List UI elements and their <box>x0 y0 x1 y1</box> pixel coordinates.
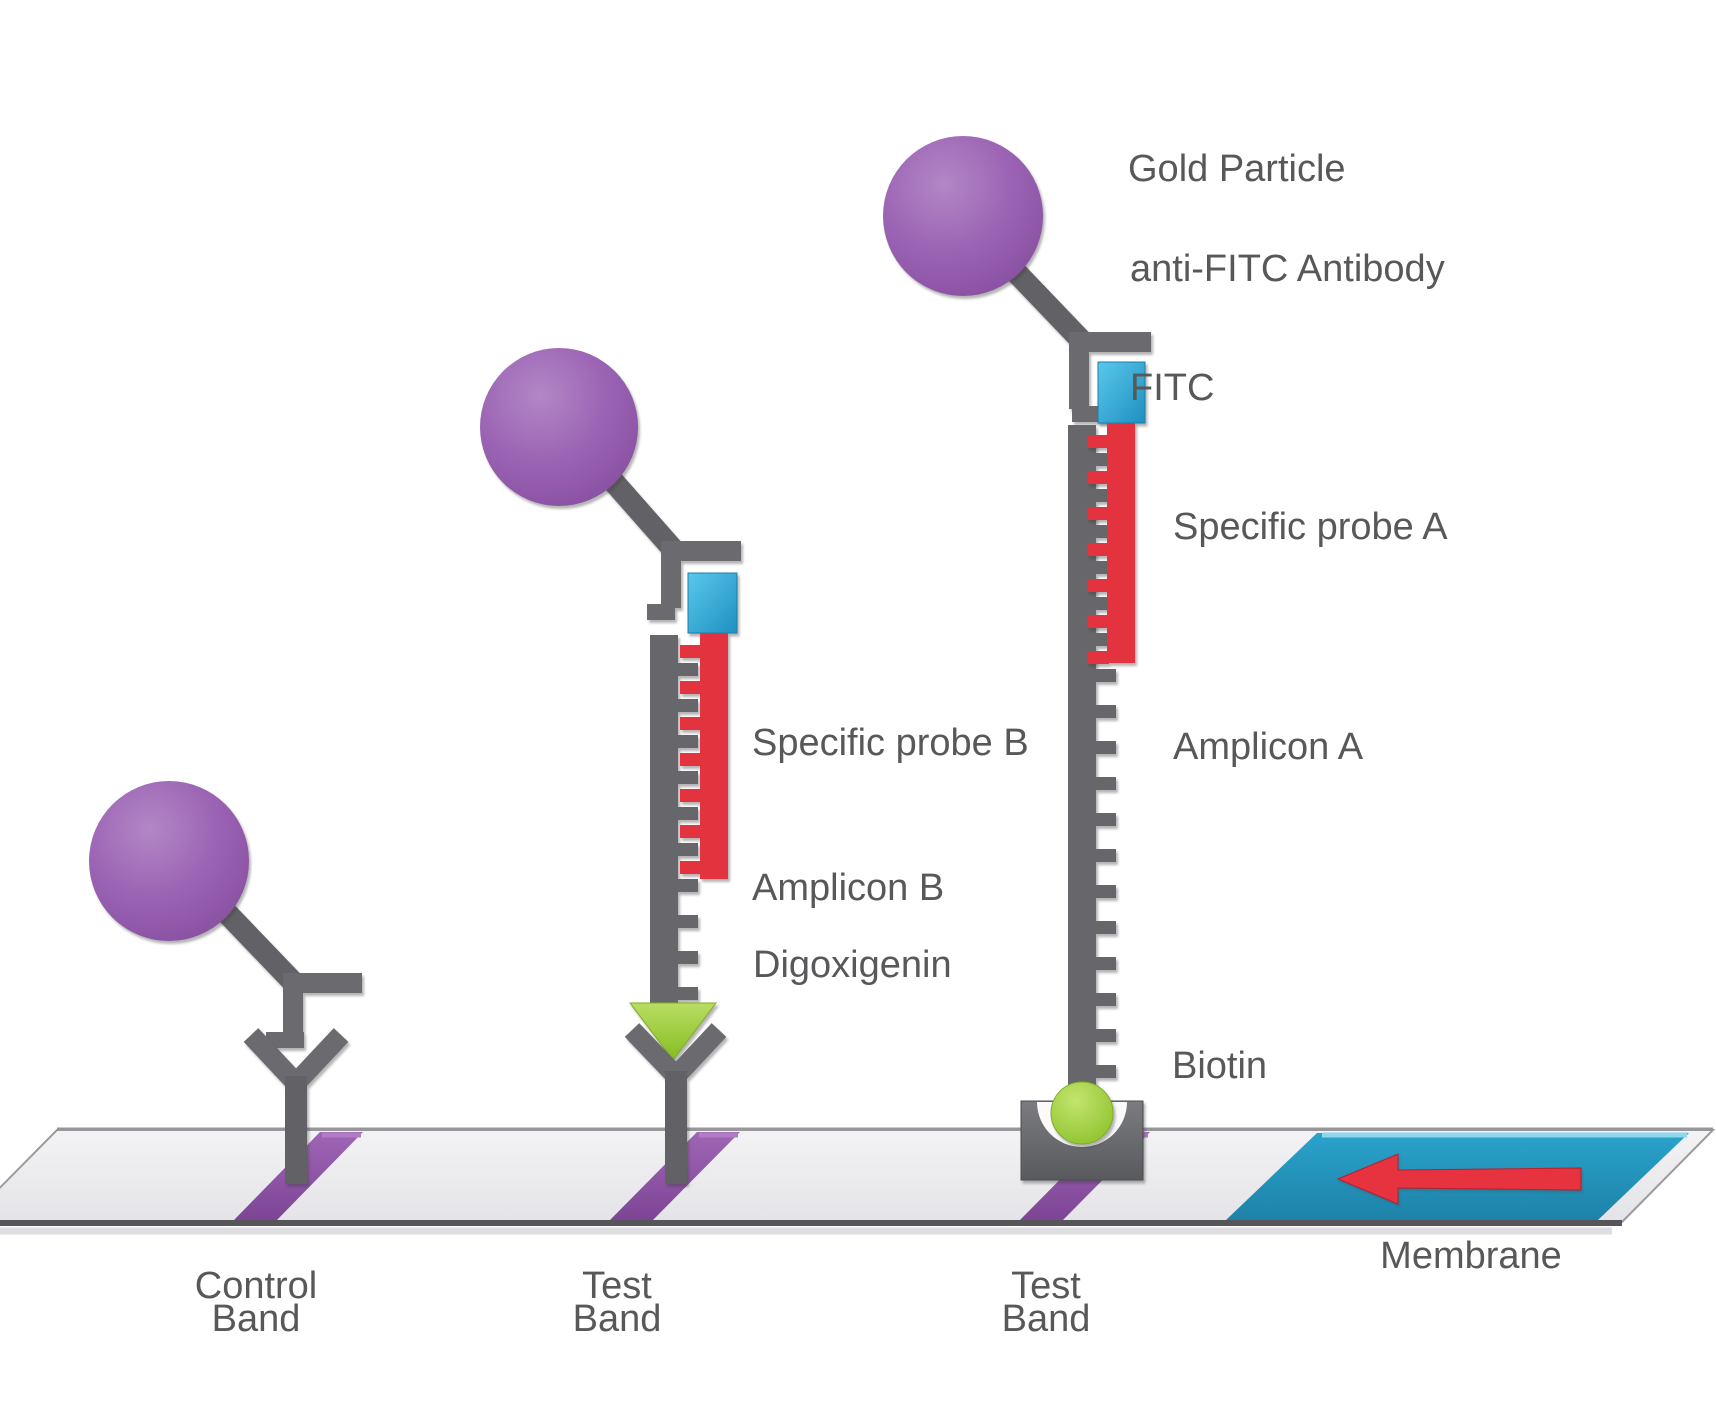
gold-particle-antibody-icon <box>213 899 362 1048</box>
amplicon-a-label: Amplicon A <box>1173 726 1364 768</box>
gold-particle-icon <box>883 136 1043 296</box>
biotin-icon <box>1050 1081 1114 1145</box>
test-band-b-label-line1: Test <box>582 1265 652 1307</box>
anti-fitc-antibody-icon-a <box>1002 258 1151 422</box>
test-band-a-label-line2: Band <box>1002 1298 1091 1340</box>
gold-particle-icon <box>480 348 638 506</box>
specific-probe-a-icon <box>1087 423 1135 664</box>
specific-probe-b-label: Specific probe B <box>752 722 1029 764</box>
membrane-label: Membrane <box>1380 1235 1562 1277</box>
test-band-a-label-line1: Test <box>1011 1265 1081 1307</box>
capture-antibody-y-icon <box>243 1028 349 1184</box>
control-complex <box>89 781 362 1184</box>
flow-direction-arrow-icon <box>1336 1153 1582 1205</box>
test-band-b-label-line2: Band <box>573 1298 662 1340</box>
control-band-label-line1: Control <box>195 1265 318 1307</box>
specific-probe-b-icon <box>680 633 728 879</box>
test-complex-b <box>480 348 741 1184</box>
amplicon-b-strand-icon <box>650 635 698 1005</box>
anti-fitc-antibody-label: anti-FITC Antibody <box>1130 248 1445 290</box>
digoxigenin-icon <box>628 1002 718 1061</box>
gold-particle-label: Gold Particle <box>1128 148 1346 190</box>
specific-probe-a-label: Specific probe A <box>1173 506 1448 548</box>
amplicon-b-label: Amplicon B <box>752 867 944 909</box>
fitc-tag-icon <box>687 572 738 634</box>
test-complex-a <box>883 136 1151 1181</box>
control-band-label-line2: Band <box>212 1298 301 1340</box>
digoxigenin-label: Digoxigenin <box>753 944 952 986</box>
fitc-label: FITC <box>1130 367 1214 409</box>
gold-particle-icon <box>89 781 249 941</box>
fitc-tag-icon <box>1097 361 1146 424</box>
biotin-label: Biotin <box>1172 1045 1267 1087</box>
annotations: Gold Particle anti-FITC Antibody FITC Sp… <box>195 148 1562 1340</box>
anti-fitc-antibody-icon-b <box>601 469 741 620</box>
anti-dig-antibody-y-icon <box>624 1023 727 1184</box>
